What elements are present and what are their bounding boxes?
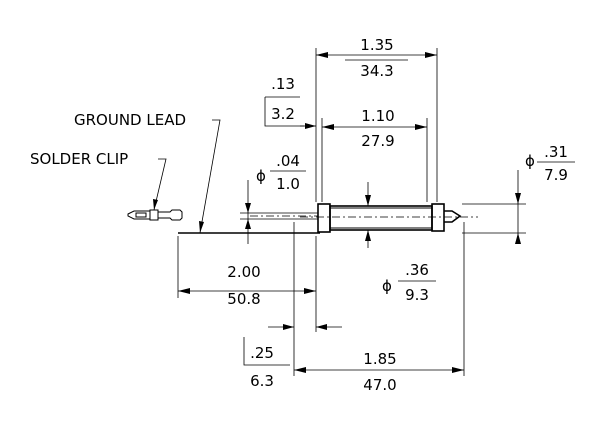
probe-body bbox=[329, 205, 433, 231]
ground-lead-label: GROUND LEAD bbox=[74, 111, 186, 129]
dim-lead-diameter-mm: 1.0 bbox=[276, 175, 300, 193]
dim-head-diameter-symbol: ϕ bbox=[525, 152, 535, 170]
collar bbox=[431, 203, 445, 232]
probe-part bbox=[127, 203, 478, 234]
dim-ground-lead-length-in: 2.00 bbox=[227, 263, 260, 281]
solder-clip-label: SOLDER CLIP bbox=[30, 150, 128, 168]
callout-ground-lead: GROUND LEAD bbox=[74, 111, 221, 234]
dim-head-diameter-mm: 7.9 bbox=[544, 166, 568, 184]
dim-tip-offset-mm: 3.2 bbox=[271, 105, 295, 123]
dim-body-length: 1.10 27.9 bbox=[322, 107, 427, 150]
dim-tip-offset-in: .13 bbox=[271, 75, 295, 93]
dim-shoulder-in: .25 bbox=[250, 344, 274, 362]
dim-body-diameter-mm: 9.3 bbox=[405, 286, 429, 304]
dim-lead-diameter: ϕ .04 1.0 bbox=[245, 152, 306, 229]
dim-overall-length-mm: 34.3 bbox=[360, 62, 393, 80]
flange bbox=[317, 203, 331, 233]
dim-body-diameter: ϕ .36 9.3 bbox=[365, 195, 436, 304]
dim-shoulder-mm: 6.3 bbox=[250, 372, 274, 390]
dim-lead-diameter-in: .04 bbox=[276, 152, 300, 170]
lead-wire bbox=[240, 212, 318, 220]
dim-probe-length: 1.85 47.0 bbox=[294, 350, 464, 394]
dim-probe-length-in: 1.85 bbox=[363, 350, 396, 368]
dim-probe-length-mm: 47.0 bbox=[363, 376, 396, 394]
dim-shoulder: .25 6.3 bbox=[243, 324, 342, 390]
dim-ground-lead-length-mm: 50.8 bbox=[227, 290, 260, 308]
dim-body-length-mm: 27.9 bbox=[361, 132, 394, 150]
dim-body-length-in: 1.10 bbox=[361, 107, 394, 125]
dim-overall-length-in: 1.35 bbox=[360, 36, 393, 54]
dim-body-diameter-symbol: ϕ bbox=[382, 277, 392, 295]
callout-solder-clip: SOLDER CLIP bbox=[30, 150, 167, 211]
dim-head-diameter-in: .31 bbox=[544, 143, 568, 161]
dim-ground-lead-length: 2.00 50.8 bbox=[178, 263, 316, 308]
probe-tip bbox=[444, 210, 462, 223]
solder-clip-shape bbox=[127, 209, 183, 221]
dim-tip-offset: .13 3.2 bbox=[264, 75, 316, 129]
dim-body-diameter-in: .36 bbox=[405, 261, 429, 279]
extension-lines bbox=[177, 48, 526, 376]
dim-head-diameter: ϕ .31 7.9 bbox=[515, 143, 575, 244]
dim-overall-length: 1.35 34.3 bbox=[316, 36, 437, 80]
dim-lead-diameter-symbol: ϕ bbox=[256, 167, 266, 185]
